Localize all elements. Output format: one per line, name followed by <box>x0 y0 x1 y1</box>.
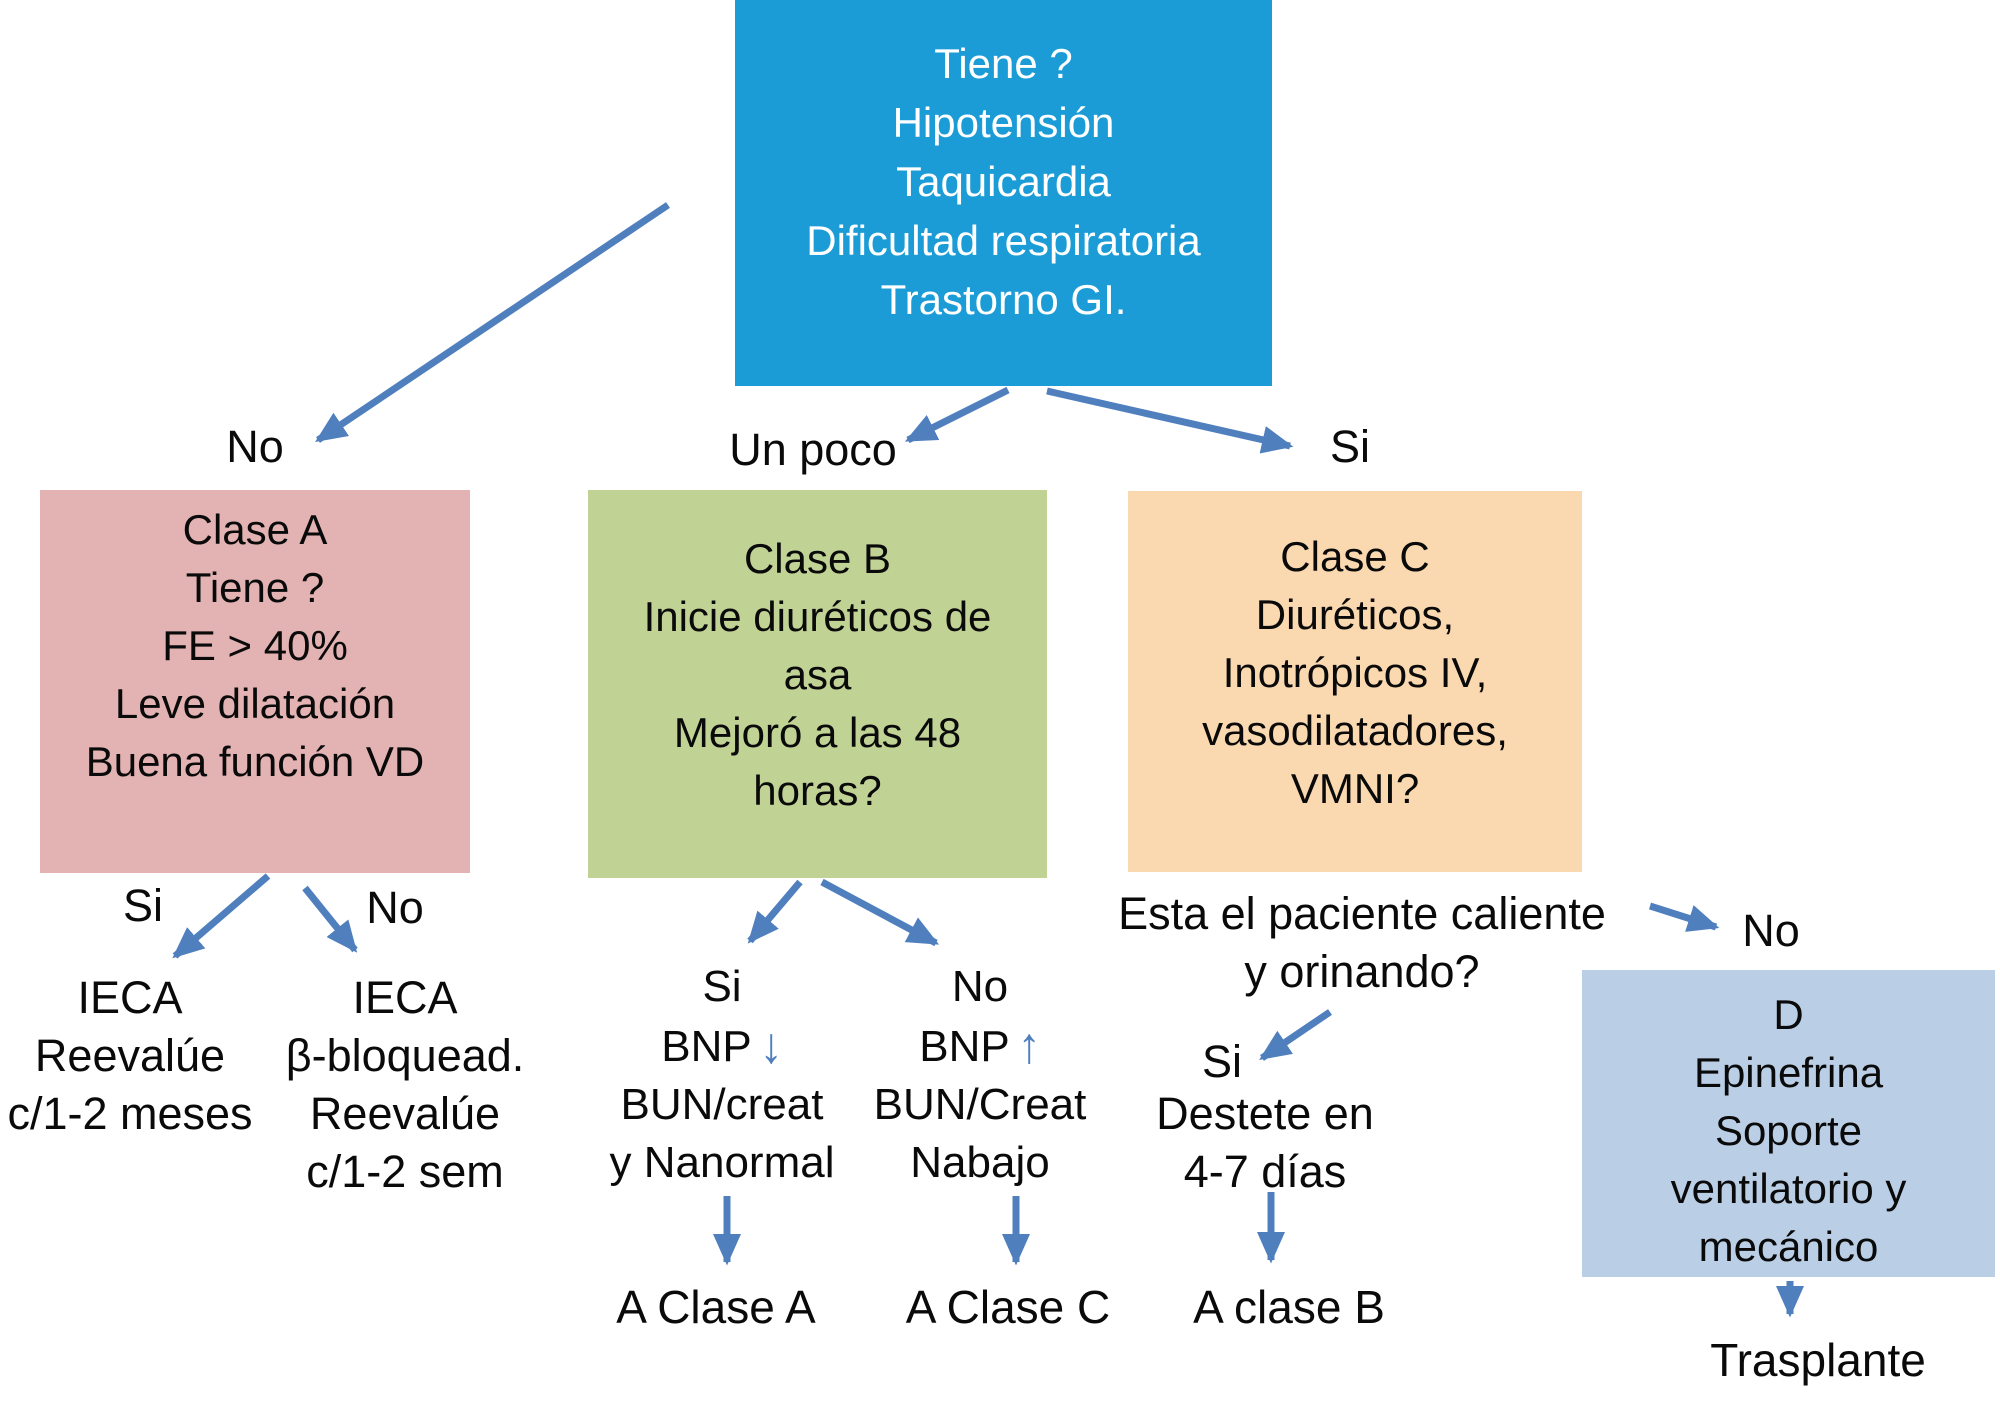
class-b-yes-column: Si BNP↓ BUN/creat y Nanormal <box>610 958 835 1192</box>
node-class-d: D Epinefrina Soporte ventilatorio y mecá… <box>1582 970 1995 1277</box>
class-c-yes-label: Si <box>1201 1036 1243 1087</box>
arrow-class-b-no <box>820 878 940 947</box>
node-class-a: Clase A Tiene ? FE > 40% Leve dilatación… <box>40 490 470 873</box>
class-b-yes-bnp-line: BNP↓ <box>610 1016 835 1076</box>
class-b-no-label: No <box>951 962 1009 1011</box>
arrow-class-a-no <box>302 885 358 953</box>
class-a-yes-outcome: IECA Reevalúe c/1-2 meses <box>7 972 253 1139</box>
bnp-decrease-icon: ↓ <box>759 1016 783 1074</box>
outcome-a-clase-c: A Clase C <box>905 1281 1111 1333</box>
class-b-no-labs: BUN/Creat Nabajo <box>873 1080 1087 1187</box>
class-c-no-label: No <box>1742 905 1800 956</box>
arrow-question-to-no <box>1648 902 1720 932</box>
outcome-a-clase-b: A clase B <box>1193 1281 1385 1333</box>
arrow-root-to-si <box>1046 387 1294 454</box>
arrow-root-to-no <box>315 202 670 443</box>
arrow-class-a-yes <box>172 873 271 959</box>
class-b-yes-labs: BUN/creat y Nanormal <box>609 1080 835 1187</box>
outcome-trasplante: Trasplante <box>1710 1334 1926 1386</box>
class-a-no-outcome: IECA β-bloquead. Reevalúe c/1-2 sem <box>285 972 525 1197</box>
branch-label-si: Si <box>1329 421 1371 472</box>
arrow-root-to-un-poco <box>904 386 1010 444</box>
node-triage-symptoms: Tiene ? Hipotensión Taquicardia Dificult… <box>735 0 1272 386</box>
branch-label-un-poco: Un poco <box>729 424 897 475</box>
bnp-increase-icon: ↑ <box>1017 1016 1041 1074</box>
node-class-c: Clase C Diuréticos, Inotrópicos IV, vaso… <box>1128 491 1582 872</box>
arrow-question-to-si <box>1259 1009 1332 1061</box>
node-class-b: Clase B Inicie diuréticos de asa Mejoró … <box>588 490 1047 878</box>
class-b-no-column: No BNP↑ BUN/Creat Nabajo <box>874 958 1087 1192</box>
branch-label-no: No <box>226 421 284 472</box>
outcome-a-clase-a: A Clase A <box>616 1281 816 1333</box>
class-b-no-bnp-line: BNP↑ <box>874 1016 1087 1076</box>
class-c-yes-outcome: Destete en 4-7 días <box>1156 1088 1374 1197</box>
class-a-no-label: No <box>366 882 424 933</box>
arrow-class-b-yes <box>747 879 803 944</box>
class-b-yes-label: Si <box>702 962 742 1011</box>
class-c-question: Esta el paciente caliente y orinando? <box>1118 888 1606 997</box>
class-a-yes-label: Si <box>122 880 164 931</box>
